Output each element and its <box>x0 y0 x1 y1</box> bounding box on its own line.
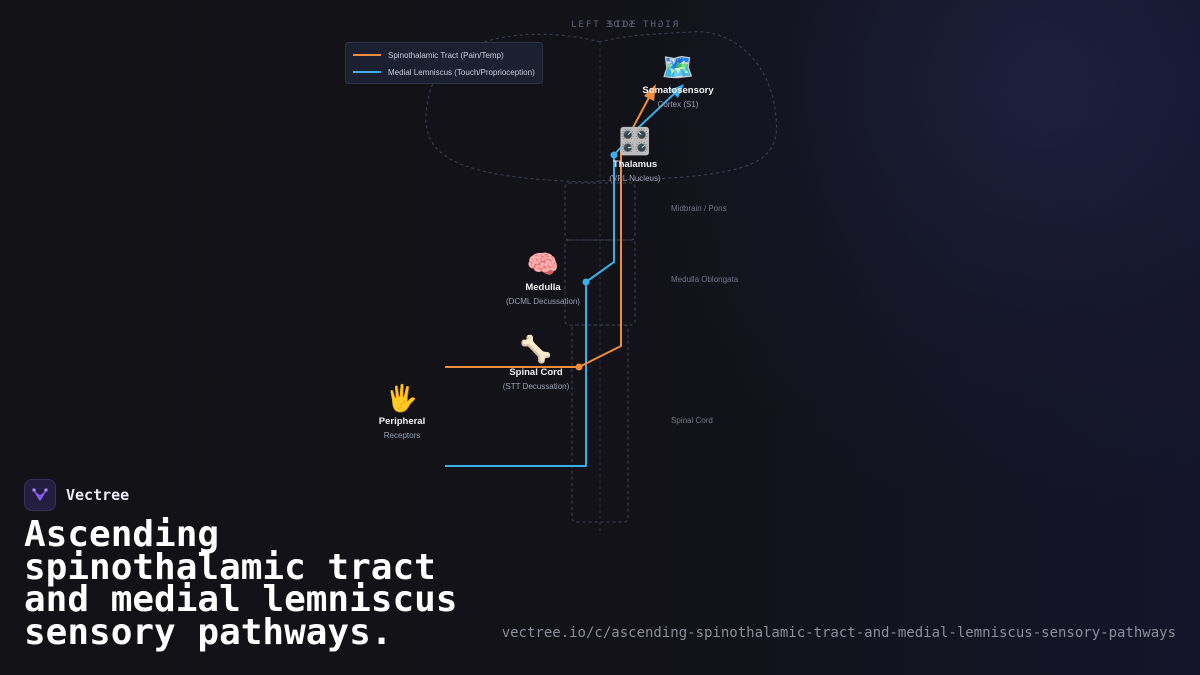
medial-lemniscus-arrowhead <box>670 84 684 98</box>
node-subtitle: (STT Decussation) <box>502 382 570 391</box>
region-label-medulla: Medulla Oblongata <box>671 275 739 284</box>
hand-icon: 🖐️ <box>385 384 419 414</box>
node-name: Medulla <box>525 282 561 293</box>
spinothalamic-path <box>445 91 653 368</box>
node-subtitle: (DCML Decussation) <box>506 297 580 306</box>
page-title: Ascending spinothalamic tract and medial… <box>24 514 458 653</box>
map-icon: 🗺️ <box>661 53 695 83</box>
node-name: Peripheral <box>378 416 426 427</box>
node-name: Somatosensory <box>642 85 714 96</box>
node-medulla: 🧠 Medulla (DCML Decussation) <box>473 250 613 307</box>
legend-swatch-blue <box>353 71 381 73</box>
spinothalamic-arrowhead <box>644 84 656 101</box>
midbrain-segment <box>564 182 636 241</box>
node-subtitle: (VPL Nucleus) <box>609 174 661 183</box>
source-url[interactable]: vectree.io/c/ascending-spinothalamic-tra… <box>501 625 1176 641</box>
brain-outline <box>425 31 777 183</box>
brand[interactable]: Vectree <box>24 479 129 511</box>
legend-item-spinothalamic: Spinothalamic Tract (Pain/Temp) <box>353 49 504 61</box>
control-knobs-icon: 🎛️ <box>618 127 652 157</box>
region-label-spinal-cord: Spinal Cord <box>671 416 713 425</box>
legend: Spinothalamic Tract (Pain/Temp) Medial L… <box>345 42 543 84</box>
bone-icon: 🦴 <box>519 335 553 365</box>
thalamus-junction-dot-blue <box>610 151 618 159</box>
brain-icon: 🧠 <box>526 250 560 280</box>
medial-lemniscus-path <box>445 91 677 467</box>
node-peripheral-receptors: 🖐️ Peripheral Receptors <box>332 384 472 441</box>
spinal-junction-dot <box>575 363 583 371</box>
node-subtitle: Receptors <box>383 431 421 440</box>
legend-label: Spinothalamic Tract (Pain/Temp) <box>388 50 504 60</box>
right-side-label: RIGHT SIDE <box>604 20 679 30</box>
left-side-label: LEFT SIDE <box>571 20 638 30</box>
node-spinal-cord: 🦴 Spinal Cord (STT Decussation) <box>466 335 606 392</box>
node-subtitle: Cortex (S1) <box>657 100 699 109</box>
legend-swatch-orange <box>353 54 381 56</box>
medulla-junction-dot <box>582 278 590 286</box>
node-thalamus: 🎛️ Thalamus (VPL Nucleus) <box>565 127 705 184</box>
node-name: Spinal Cord <box>509 367 563 378</box>
tree-branch-icon <box>32 488 48 501</box>
brand-name: Vectree <box>66 486 130 504</box>
node-name: Thalamus <box>612 159 658 170</box>
region-label-midbrain: Midbrain / Pons <box>671 204 727 213</box>
legend-item-lemniscus: Medial Lemniscus (Touch/Proprioception) <box>353 66 535 78</box>
spinal-cord-segment <box>571 324 629 523</box>
legend-label: Medial Lemniscus (Touch/Proprioception) <box>388 67 535 77</box>
node-somatosensory-cortex: 🗺️ Somatosensory Cortex (S1) <box>608 53 748 110</box>
vectree-logo-icon <box>24 479 56 511</box>
